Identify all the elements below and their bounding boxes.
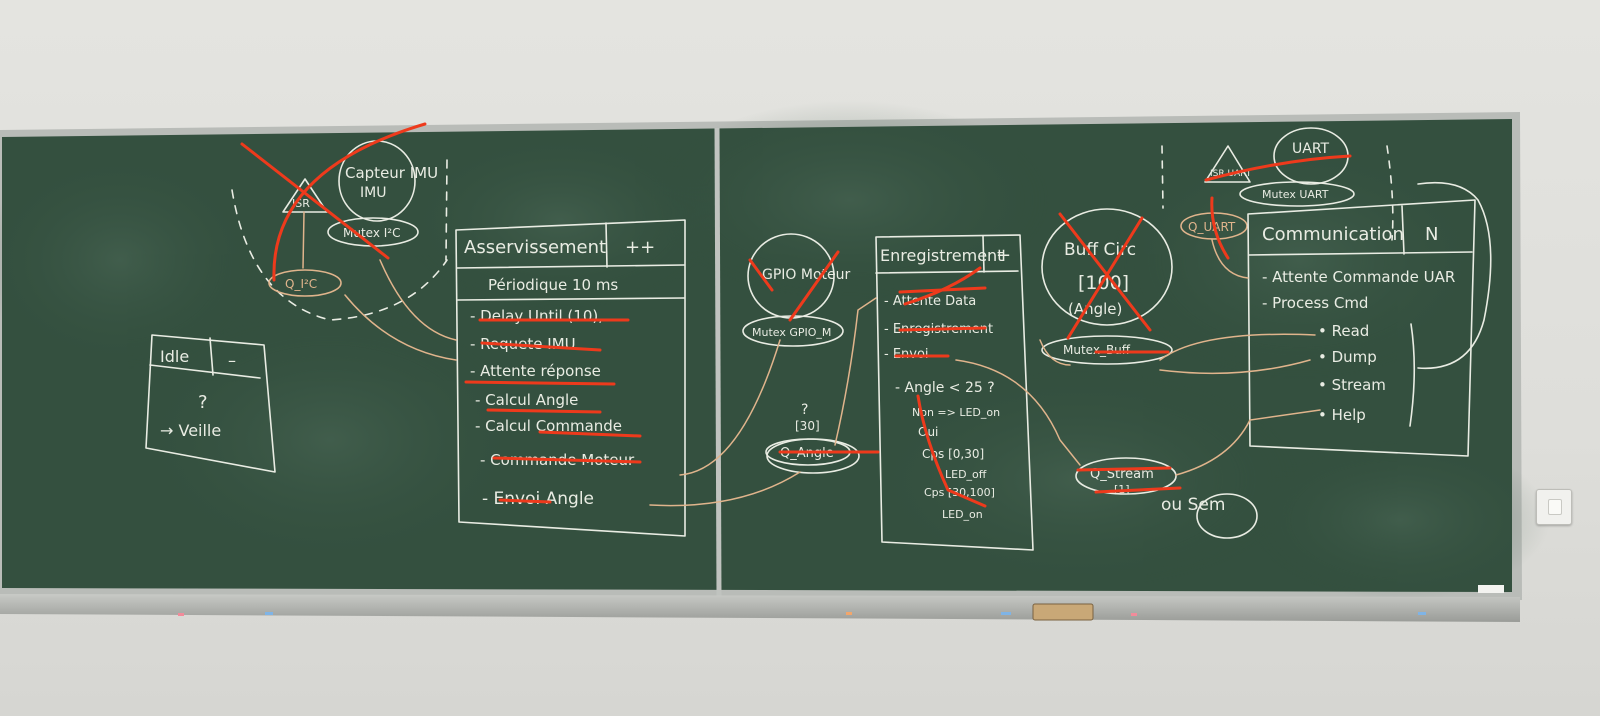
q-uart-ellipse: [1180, 212, 1248, 240]
asservissement-step-7: - Envoi Angle: [482, 489, 594, 509]
imu-sensor-text: Capteur IMU: [345, 164, 438, 182]
enregistrement-step-1: - Attente Data: [884, 294, 976, 309]
isr-triangle: [282, 178, 328, 213]
isr-uart-triangle: [1204, 145, 1251, 183]
enregistrement-step-8: LED_off: [945, 468, 987, 481]
asservissement-box: [455, 219, 686, 537]
mutex-i2c-text: Mutex I²C: [343, 226, 400, 240]
communication-box: [1247, 199, 1476, 457]
eraser: [1032, 603, 1094, 621]
communication-step-1: - Attente Commande UAR: [1262, 268, 1455, 286]
light-switch[interactable]: [1536, 489, 1572, 525]
asservissement-period: Périodique 10 ms: [488, 276, 618, 294]
q-angle-size: [30]: [795, 419, 820, 433]
gpio-text: GPIO Moteur: [762, 267, 851, 283]
red-marker-strokes: [240, 122, 1352, 508]
q-stream-ellipse: [1075, 457, 1177, 495]
communication-priority: N: [1425, 224, 1438, 245]
tray-chalk-bits: [178, 585, 1504, 616]
enregistrement-box: [875, 234, 1034, 551]
communication-step-5: • Stream: [1318, 376, 1386, 394]
communication-step-6: • Help: [1318, 406, 1366, 424]
buffer-circle: [1041, 208, 1173, 326]
or-sem-text: ou Sem: [1161, 495, 1225, 515]
enregistrement-title: Enregistrement: [880, 246, 1003, 265]
communication-title: Communication: [1262, 224, 1404, 245]
uart-text: UART: [1292, 141, 1330, 157]
idle-box: [145, 334, 276, 473]
mutex-buff-text: Mutex_Buff: [1063, 343, 1131, 357]
mutex-uart-text: Mutex UART: [1262, 188, 1329, 201]
mutex-uart-ellipse: [1239, 181, 1355, 207]
q-angle-question: ?: [801, 402, 808, 418]
light-switch-rocker[interactable]: [1548, 499, 1562, 515]
communication-step-3: • Read: [1318, 322, 1369, 340]
asservissement-step-4: - Calcul Angle: [475, 391, 578, 409]
enregistrement-step-10: LED_on: [942, 508, 983, 521]
mutex-buff-ellipse: [1041, 335, 1173, 365]
chalk-tray: [0, 594, 1520, 622]
enregistrement-step-5: Non => LED_on: [912, 406, 1000, 419]
buffer-unit-text: (Angle): [1068, 300, 1122, 318]
asservissement-priority: ++: [625, 237, 655, 258]
q-uart-text: Q_UART: [1188, 220, 1236, 234]
idle-state: → Veille: [160, 421, 221, 440]
enregistrement-step-7: Cps [0,30]: [922, 447, 984, 461]
mutex-gpio-text: Mutex GPIO_M: [752, 326, 831, 339]
communication-step-4: • Dump: [1318, 348, 1377, 366]
communication-step-2: - Process Cmd: [1262, 294, 1368, 312]
asservissement-step-1: - Delay Until (10),: [470, 307, 603, 325]
imu-sensor-text-line2: IMU: [360, 185, 386, 201]
idle-question: ?: [198, 392, 208, 413]
enregistrement-step-9: Cps [30,100]: [924, 486, 995, 499]
enregistrement-step-4: - Angle < 25 ?: [895, 380, 995, 396]
q-i2c-text: Q_I²C: [285, 277, 317, 291]
q-i2c-ellipse: [268, 269, 342, 297]
idle-title: Idle: [160, 347, 189, 366]
asservissement-step-5: - Calcul Commande: [475, 417, 622, 435]
enregistrement-step-6: Oui: [918, 425, 938, 439]
idle-priority: –: [228, 351, 236, 370]
asservissement-title: Asservissement: [464, 237, 606, 258]
enregistrement-priority: +: [996, 245, 1011, 266]
asservissement-step-3: - Attente réponse: [470, 362, 601, 380]
or-sem-circle: [1196, 493, 1258, 539]
board-divider: [714, 127, 722, 597]
